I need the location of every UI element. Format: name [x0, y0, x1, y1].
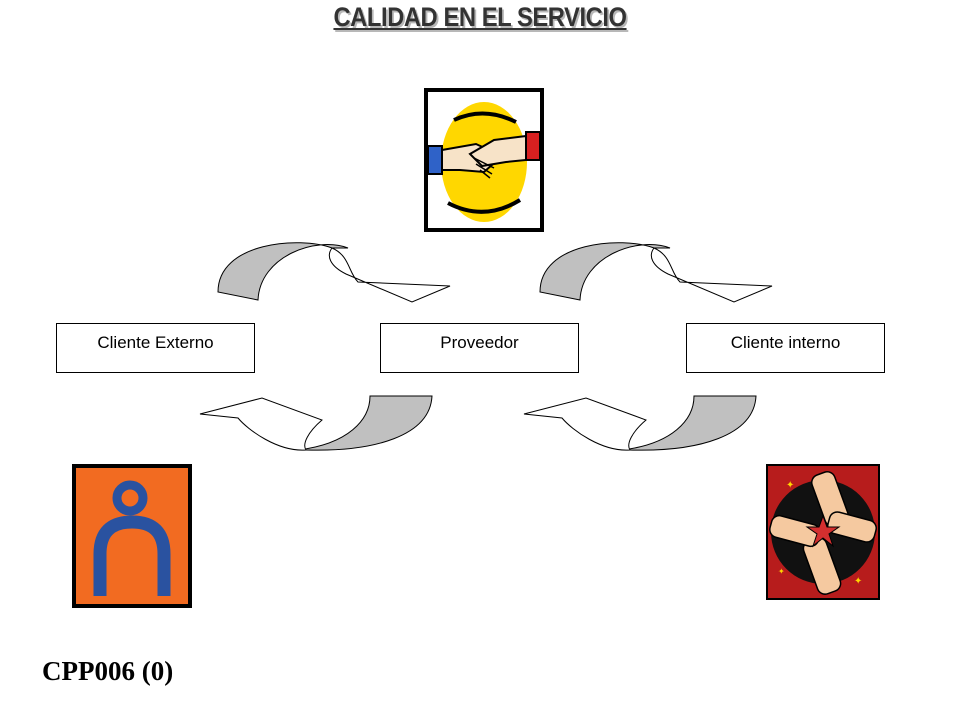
- teamwork-hands-icon: ✦ ✦ ✦: [766, 464, 880, 600]
- arrow-icon: [523, 395, 757, 451]
- node-cliente-externo: Cliente Externo: [56, 323, 255, 373]
- arrow-icon: [217, 242, 451, 303]
- slide-code: CPP006 (0): [42, 656, 174, 686]
- svg-text:✦: ✦: [778, 567, 785, 576]
- person-icon: [72, 464, 192, 608]
- handshake-icon: [424, 88, 544, 232]
- svg-text:✦: ✦: [786, 480, 794, 491]
- page-title: CALIDAD EN EL SERVICIO: [333, 2, 627, 32]
- arrow-icon: [539, 242, 773, 303]
- node-cliente-interno: Cliente interno: [686, 323, 885, 373]
- svg-text:✦: ✦: [854, 576, 862, 587]
- node-proveedor: Proveedor: [380, 323, 579, 373]
- arrow-icon: [199, 395, 433, 451]
